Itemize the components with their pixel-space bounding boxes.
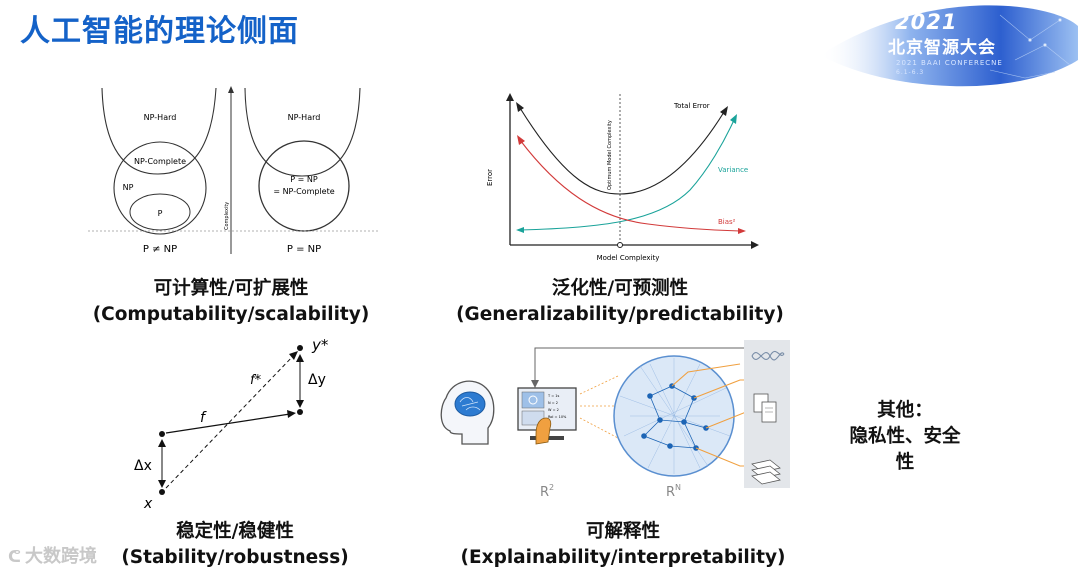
optimum-label: Optimum Model Complexity — [607, 120, 613, 190]
x-prime-point — [159, 431, 165, 437]
generalization-label-en: (Generalizability/predictability) — [450, 304, 790, 325]
f-star-dashed-arrow — [166, 354, 295, 488]
delta-x-label: Δx — [134, 458, 152, 474]
bias-arrow-left — [517, 135, 525, 145]
total-error-arrow-right — [720, 106, 728, 116]
explainability-label-en: (Explainability/interpretability) — [448, 547, 798, 568]
stability-caption: 稳定性/稳健性 (Stability/robustness) — [100, 517, 370, 568]
f-star-arrowhead — [289, 351, 298, 360]
delta-y-arrowhead-up — [296, 354, 304, 362]
x-label: x — [143, 496, 153, 512]
y-point — [297, 409, 303, 415]
other-items: 隐私性、安全性 — [845, 424, 965, 476]
human-head-icon — [441, 381, 494, 444]
variance-arrow-right — [730, 114, 737, 124]
projection-cone — [580, 376, 618, 438]
generalization-caption: 泛化性/可预测性 (Generalizability/predictabilit… — [450, 274, 790, 325]
page-title: 人工智能的理论侧面 — [20, 6, 299, 50]
np-complete-label: NP-Complete — [134, 157, 186, 166]
explainability-label-cn: 可解释性 — [448, 517, 798, 543]
delta-y-arrowhead-down — [296, 400, 304, 408]
total-error-curve — [520, 108, 724, 194]
complexity-axis-arrowhead — [751, 241, 759, 249]
f-star-label: f* — [250, 373, 262, 388]
total-error-label: Total Error — [673, 102, 710, 110]
bias-variance-diagram: Error Model Complexity Optimum Model Com… — [478, 90, 768, 265]
f-arrow — [166, 414, 290, 433]
np-hard-label-left: NP-Hard — [144, 113, 177, 122]
np-label: NP — [123, 183, 134, 192]
error-axis-label: Error — [486, 169, 494, 186]
watermark-icon: ᕦ — [8, 547, 21, 566]
f-label: f — [200, 410, 207, 426]
generalization-label-cn: 泛化性/可预测性 — [450, 274, 790, 300]
other-aspects: 其他： 隐私性、安全性 — [845, 398, 965, 476]
stability-label-en: (Stability/robustness) — [100, 547, 370, 568]
model-complexity-label: Model Complexity — [597, 254, 660, 262]
screen-line-1: T = 1s — [547, 394, 560, 398]
total-error-arrow-left — [516, 102, 524, 112]
screen-line-4: RoI = 10% — [548, 415, 567, 419]
np-hard-label-right: NP-Hard — [288, 113, 321, 122]
stability-label-cn: 稳定性/稳健性 — [100, 517, 370, 543]
p-label: P — [158, 209, 163, 218]
screen-line-3: W = 2 — [548, 408, 559, 412]
x-point — [159, 489, 165, 495]
computability-caption: 可计算性/可扩展性 (Computability/scalability) — [76, 274, 386, 325]
logo-year: 2021 — [895, 10, 957, 34]
bias-arrow-right — [738, 228, 746, 234]
variance-arrow-left — [516, 227, 524, 233]
error-axis-arrowhead — [506, 93, 514, 101]
stability-diagram: y* Δy f f* Δx x — [130, 332, 360, 517]
bias-label: Bias² — [718, 218, 736, 226]
rn-label: RN — [666, 483, 681, 500]
logo-name: 北京智源大会 — [888, 33, 996, 58]
p-eq-np-caption: P = NP — [287, 244, 321, 255]
logo-dates: 6.1-6.3 — [896, 69, 924, 76]
logo-subtitle: 2021 BAAI CONFERECNE — [896, 59, 1003, 67]
p-np-circle — [259, 141, 349, 231]
optimum-marker — [618, 243, 623, 248]
feedback-arrowhead — [531, 380, 539, 388]
r2-label: R2 — [540, 483, 554, 500]
delta-y-label: Δy — [308, 372, 326, 388]
explainability-diagram: T = 1s N = 2 W = 2 RoI = 10% — [440, 336, 795, 511]
variance-curve — [520, 120, 734, 230]
f-arrowhead — [287, 410, 296, 418]
y-star-point — [297, 345, 303, 351]
screen-line-2: N = 2 — [548, 401, 558, 405]
variance-label: Variance — [718, 166, 748, 174]
delta-x-arrowhead-up — [158, 439, 166, 447]
p-neq-np-caption: P ≠ NP — [143, 244, 177, 255]
complexity-axis-label: Complexity — [224, 202, 230, 230]
y-star-label: y* — [311, 336, 329, 354]
watermark-text: 大数跨境 — [25, 546, 97, 567]
p-equals-np-label: P = NP — [290, 175, 318, 184]
explainability-caption: 可解释性 (Explainability/interpretability) — [448, 517, 798, 568]
computability-label-en: (Computability/scalability) — [76, 304, 386, 325]
np-complete-equal-label: = NP-Complete — [273, 187, 334, 196]
computability-diagram: NP-Hard NP-Complete NP P Complexity NP-H… — [88, 84, 388, 264]
other-heading: 其他： — [845, 398, 965, 424]
computability-label-cn: 可计算性/可扩展性 — [76, 274, 386, 300]
delta-x-arrowhead-down — [158, 480, 166, 488]
axis-arrowhead — [228, 86, 234, 93]
